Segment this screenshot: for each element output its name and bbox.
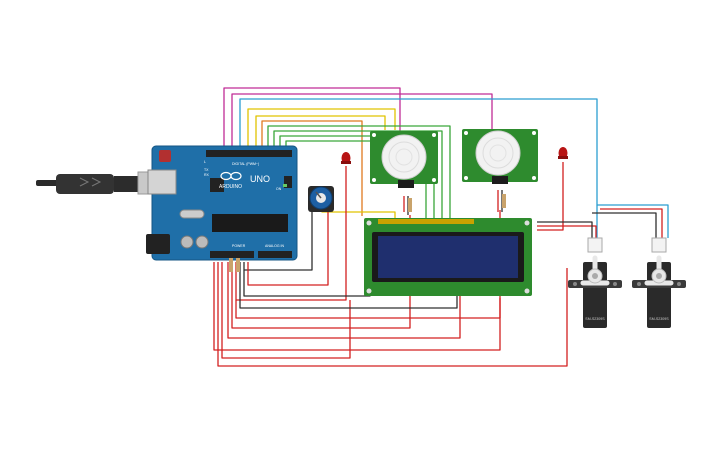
wire-red-servo1 — [537, 225, 597, 238]
potentiometer-knob-icon[interactable] — [308, 186, 334, 212]
crystal — [179, 209, 205, 219]
pin-resistors — [229, 258, 240, 272]
servo-1-model-label: SM-S2309S — [585, 317, 605, 321]
wire-black-gnd1 — [239, 262, 458, 309]
power-label: POWER — [232, 244, 246, 248]
pir-dome-icon — [475, 130, 521, 176]
servo-2-model-label: SM-S2309S — [649, 317, 669, 321]
pir-sensor-2[interactable] — [462, 129, 538, 184]
usb-chip — [210, 178, 224, 192]
wire-black-gnd2 — [243, 270, 371, 297]
l-label: L — [204, 160, 206, 164]
on-label: ON — [276, 187, 282, 191]
wire-black-servo1 — [537, 221, 593, 238]
lcd-display-16x2[interactable] — [364, 218, 532, 296]
servo-motor-2[interactable]: SM-S2309S — [632, 237, 686, 328]
analog-header[interactable] — [258, 251, 292, 258]
wire-magenta-pir1 — [223, 87, 401, 152]
capacitor — [180, 235, 194, 249]
servo-horn-icon — [644, 255, 674, 286]
wire-green-1 — [267, 125, 451, 218]
servo-motor-1[interactable]: SM-S2309S — [568, 237, 622, 328]
wire-red-bus4 — [217, 262, 568, 367]
arduino-model-label: UNO — [250, 174, 270, 184]
servo-horn-icon — [580, 255, 610, 286]
capacitor — [195, 235, 209, 249]
digital-header[interactable] — [206, 150, 292, 157]
pir-dome-icon — [381, 134, 427, 180]
wire-orange — [261, 120, 363, 216]
reset-button[interactable] — [159, 150, 171, 162]
arduino-uno-board[interactable]: ARDUINO UNO DIGITAL (PWM~) POWER ANALOG … — [146, 145, 298, 272]
wire-yellow-2 — [255, 115, 386, 152]
wire-black-servo2 — [592, 212, 657, 238]
red-led-icon — [341, 152, 351, 164]
rx-label: RX — [204, 173, 210, 177]
digital-label: DIGITAL (PWM~) — [232, 162, 259, 166]
wire-red-pot — [247, 208, 329, 286]
servo-connector — [587, 237, 603, 253]
servo-connector — [651, 237, 667, 253]
analog-label: ANALOG IN — [265, 244, 285, 248]
lcd-screen — [378, 236, 518, 278]
usb-jack — [147, 169, 177, 195]
wire-red-led1 — [235, 166, 347, 301]
power-jack — [146, 234, 170, 254]
on-led — [283, 184, 287, 187]
arduino-logo — [220, 171, 242, 181]
wire-blue-servo — [239, 98, 669, 238]
wire-red-servo2 — [600, 208, 663, 238]
wire-green-2 — [273, 130, 443, 218]
wire-magenta-pir2 — [231, 93, 493, 152]
pir-sensor-1[interactable] — [370, 131, 438, 188]
arduino-brand-label: ARDUINO — [219, 184, 242, 190]
atmega-chip — [212, 214, 288, 232]
lcd-pin-header — [378, 219, 474, 224]
red-led-icon — [558, 147, 568, 159]
wire-red-bus5 — [213, 262, 501, 351]
power-header[interactable] — [210, 251, 254, 258]
wire-yellow-1 — [247, 108, 396, 152]
wire-black-pot — [243, 208, 313, 271]
tx-label: TX — [204, 168, 209, 172]
icsp-header — [284, 176, 292, 188]
pir-resistors — [408, 194, 506, 212]
wire-red-bus6 — [221, 262, 351, 359]
wire-red-led2 — [537, 162, 564, 231]
